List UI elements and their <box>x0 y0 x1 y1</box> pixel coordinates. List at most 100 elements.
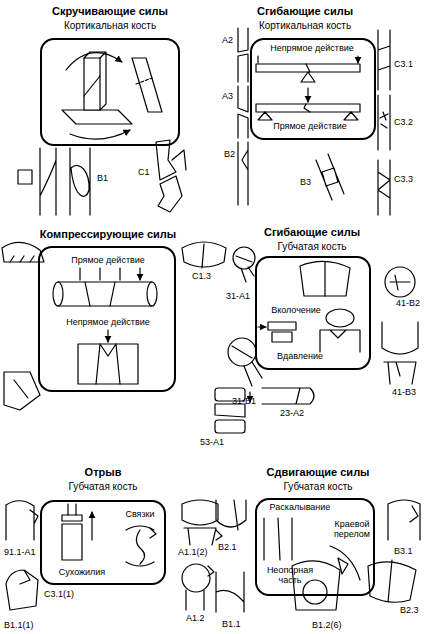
classification-code: C3.2 <box>394 118 413 128</box>
bending-cancellous-sketch-stroke <box>232 346 262 386</box>
panel-subtitle: Кортикальная кость <box>25 20 195 31</box>
bending-cancellous-sketch-stroke <box>390 275 410 290</box>
compression-sketch-stroke <box>147 282 157 306</box>
avulsion-sketch-stroke <box>91 512 92 540</box>
bending-cortical-sketch-stroke <box>256 104 360 112</box>
classification-code: B3 <box>300 178 311 188</box>
torsion-sketch-stroke <box>66 53 122 70</box>
classification-code: B2.3 <box>400 606 419 616</box>
bending-cortical-sketch-stroke <box>256 64 360 72</box>
classification-code: B2 <box>224 150 235 160</box>
torsion-sketch-stroke <box>70 130 130 139</box>
torsion-sketch-stroke <box>136 78 152 84</box>
avulsion-sketch-stroke <box>126 526 154 566</box>
bending-cancellous-sketch-stroke <box>258 326 266 327</box>
panel-text: Неопорная часть <box>260 566 320 586</box>
avulsion-sketch-stroke <box>182 564 210 592</box>
panel-text: Раскалывание <box>260 503 340 513</box>
avulsion-sketch-stroke <box>6 501 38 540</box>
panel-subtitle: Кортикальная кость <box>220 20 390 31</box>
panel-subtitle: Губчатая кость <box>243 481 393 492</box>
bending-cortical-sketch-stroke <box>378 30 390 90</box>
classification-code: 53-A1 <box>200 438 224 448</box>
force-panel: Сгибающие силыГубчатая костьВколочениеВд… <box>255 256 371 370</box>
compression-sketch-stroke <box>215 420 245 433</box>
force-panel: Скручивающие силыКортикальная кость <box>40 38 180 146</box>
bending-cancellous-sketch <box>228 247 418 404</box>
compression-sketch-stroke <box>58 282 152 306</box>
bending-cortical-sketch-stroke <box>306 64 310 72</box>
bending-cortical-sketch-stroke <box>378 160 390 215</box>
bending-cortical-sketch-stroke <box>258 112 358 120</box>
classification-code: B1.1(1) <box>4 621 34 631</box>
panel-text: Прямое действие <box>48 256 168 266</box>
avulsion-sketch-stroke <box>62 524 82 560</box>
panel-text: Непрямое действие <box>48 318 168 328</box>
bending-cortical-sketch-stroke <box>304 104 310 112</box>
panel-text: Краевой перелом <box>327 520 377 540</box>
bending-cortical-sketch-stroke <box>378 95 390 150</box>
shear-sketch-stroke <box>216 572 244 612</box>
bending-cortical-sketch-stroke <box>301 72 315 82</box>
compression-sketch-stroke <box>53 282 63 306</box>
shear-sketch-stroke <box>303 580 327 604</box>
bending-cortical-sketch-stroke <box>258 56 358 63</box>
panel-subtitle: Губчатая кость <box>28 481 178 492</box>
torsion-sketch-stroke <box>62 110 132 124</box>
classification-code: C3.1 <box>394 60 413 70</box>
panel-text: Связки <box>115 510 165 520</box>
classification-code: 41-B2 <box>396 299 420 309</box>
panel-title: Скручивающие силы <box>25 5 195 17</box>
panel-text: Непрямое действие <box>262 44 362 54</box>
avulsion-sketch-stroke <box>68 504 76 515</box>
classification-code: A3 <box>222 92 233 102</box>
torsion-sketch-stroke <box>172 150 186 170</box>
avulsion-sketch-stroke <box>186 566 214 610</box>
classification-code: B1.2(6) <box>312 621 342 631</box>
classification-code: 23-A2 <box>280 409 304 419</box>
classification-code: A1.1(2) <box>178 548 208 558</box>
force-panel: Сдвигающие силыГубчатая костьРаскалывани… <box>255 498 375 596</box>
panel-text: Сухожилия <box>42 568 122 578</box>
shear-sketch-stroke <box>216 500 246 530</box>
classification-code: 41-B3 <box>392 388 416 398</box>
classification-code: C3.3 <box>394 175 413 185</box>
torsion-sketch-stroke <box>132 58 162 112</box>
panel-text: Вдавление <box>260 352 340 362</box>
bending-cancellous-sketch-stroke <box>300 261 350 296</box>
bending-cancellous-sketch-stroke <box>262 388 314 404</box>
panel-title: Сгибающие силы <box>220 5 390 17</box>
avulsion-sketch-stroke <box>136 530 144 564</box>
torsion-sketch <box>18 52 186 215</box>
torsion-sketch-stroke <box>84 52 106 110</box>
bending-cancellous-sketch-stroke <box>272 332 292 342</box>
panel-subtitle: Губчатая кость <box>227 241 397 252</box>
compression-sketch-stroke <box>78 344 138 384</box>
panel-text: Вколочение <box>256 306 336 316</box>
bending-cancellous-sketch-stroke <box>268 322 296 330</box>
compression-sketch-stroke <box>80 268 140 280</box>
torsion-sketch-stroke <box>18 170 32 184</box>
classification-code: B1 <box>97 174 108 184</box>
panel-title: Сгибающие силы <box>227 226 397 238</box>
torsion-sketch-stroke <box>158 176 182 212</box>
panel-title: Сдвигающие силы <box>243 466 393 478</box>
bending-cancellous-sketch-stroke <box>233 247 255 269</box>
bending-cancellous-sketch-stroke <box>385 267 415 297</box>
bending-cancellous-sketch-stroke <box>326 309 354 327</box>
classification-code: B3.1 <box>394 547 413 557</box>
bending-cancellous-sketch-stroke <box>320 330 360 352</box>
compression-sketch-stroke <box>107 330 108 342</box>
panel-title: Отрыв <box>28 466 178 478</box>
compression-sketch-stroke <box>4 372 40 410</box>
bending-cortical-sketch-stroke <box>238 86 248 138</box>
bending-cancellous-sketch-stroke <box>324 262 325 296</box>
classification-code: C3.1(1) <box>44 590 74 600</box>
panel-title: Компрессирующие силы <box>18 228 198 240</box>
shear-sketch-stroke <box>368 560 416 602</box>
torsion-sketch-stroke <box>70 148 90 215</box>
